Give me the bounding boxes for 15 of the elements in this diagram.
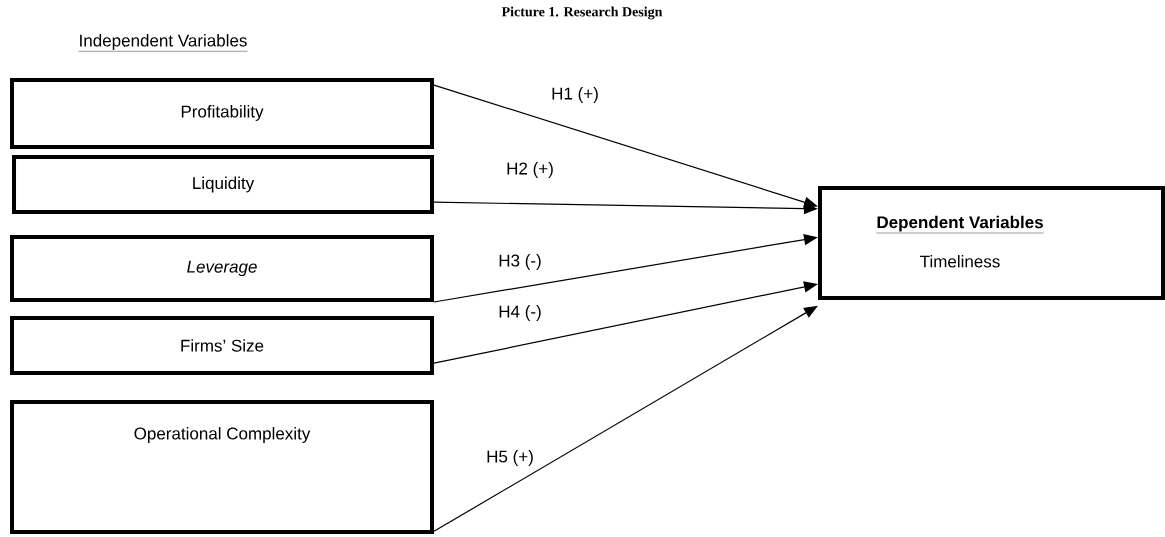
edge-label: H3 (-) bbox=[497, 253, 543, 271]
figure-title: Picture 1. Research Design bbox=[501, 6, 663, 20]
edge-label: H5 (+) bbox=[485, 449, 535, 467]
edge-label: H4 (-) bbox=[497, 304, 543, 322]
edge-label: H2 (+) bbox=[505, 161, 555, 179]
variable-box: Dependent Variables Timeliness bbox=[818, 186, 1165, 300]
variable-box: Liquidity bbox=[12, 155, 434, 214]
section-heading: Independent Variables bbox=[78, 34, 248, 52]
variable-box: Operational Complexity bbox=[10, 400, 434, 534]
arrow bbox=[433, 84, 818, 208]
variable-box: Leverage bbox=[10, 235, 434, 302]
variable-box: Firms’ Size bbox=[10, 316, 434, 375]
arrow bbox=[433, 305, 818, 532]
variable-box: Profitability bbox=[10, 78, 434, 149]
edge-label: H1 (+) bbox=[550, 86, 600, 104]
